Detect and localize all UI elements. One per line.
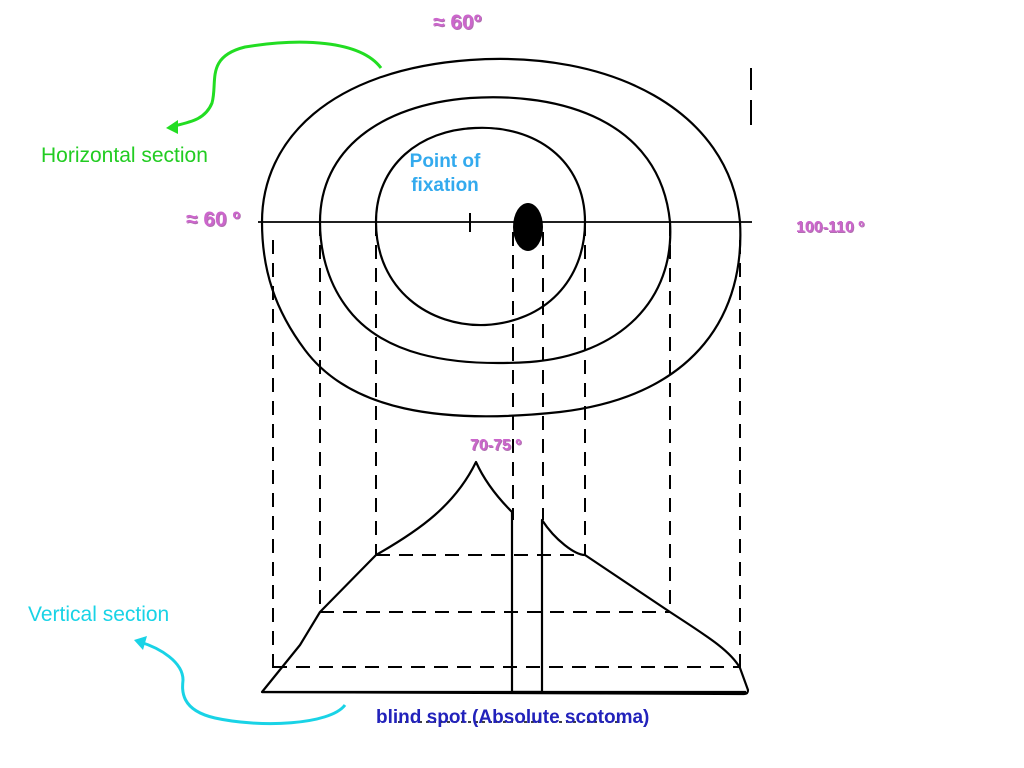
vertical-section-label: Vertical section	[28, 604, 169, 625]
blind-spot-label: blind spot (Absolute scotoma)	[376, 708, 649, 727]
horizontal-section-label: Horizontal section	[41, 145, 208, 166]
hill-of-vision-profile	[262, 462, 748, 694]
horizontal-section-arrowhead	[166, 120, 178, 134]
right-angle-label: 100-110 º	[796, 220, 864, 236]
left-angle-label: ≈ 60 º	[186, 209, 240, 230]
vertical-section-arrow	[140, 642, 345, 724]
top-angle-label: ≈ 60º	[433, 12, 481, 33]
horizontal-section-arrow	[170, 42, 381, 127]
blind-spot-marker	[513, 203, 543, 251]
peak-angle-label: 70-75 º	[470, 438, 521, 454]
point-of-fixation-label: Point of fixation	[395, 150, 495, 198]
